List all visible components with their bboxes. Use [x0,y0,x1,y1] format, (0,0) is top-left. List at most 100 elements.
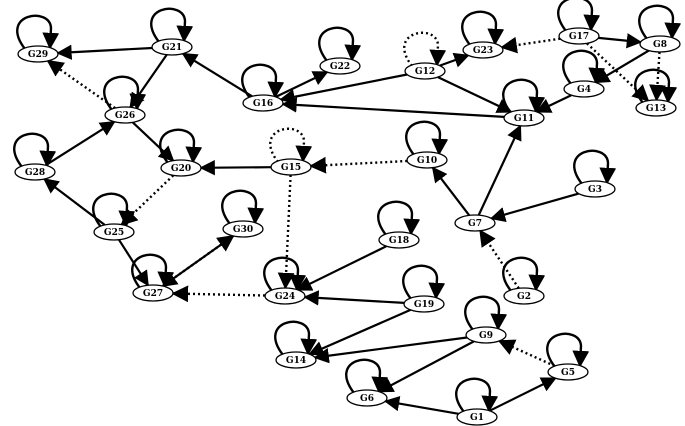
node-ellipse [454,214,496,232]
node-ellipse [17,45,59,63]
node-label: G26 [115,111,135,121]
edge-g3-to-g7 [489,192,580,223]
node-ellipse [264,287,306,305]
self-loop-g27 [131,253,175,289]
node-g11: G11 [503,109,545,127]
node-ellipse [558,27,600,45]
node-g3: G3 [574,180,616,198]
self-loop-g9 [464,295,508,331]
edge-g15-to-g24 [277,174,295,290]
self-loop-g4 [562,49,606,85]
node-g8: G8 [639,35,681,53]
node-ellipse [574,180,616,198]
node-ellipse [406,151,448,169]
node-label: G15 [281,163,301,173]
self-loop-g5 [546,332,590,368]
self-loop-g20 [159,128,203,164]
edge-g19-to-g14 [308,308,411,356]
node-g25: G25 [93,223,135,241]
edge-g17-to-g8 [598,33,643,49]
edge-g11-to-g16 [281,97,505,118]
node-g29: G29 [17,45,59,63]
node-g13: G13 [635,99,677,117]
edge-g28-to-g26 [45,120,116,167]
edge-g16-to-g21 [181,52,253,98]
self-loop-g11 [502,78,546,114]
edge-g26-to-g29 [46,59,116,110]
self-loops-layer [13,0,682,413]
node-g14: G14 [275,351,317,369]
node-ellipse [462,41,504,59]
edge-g1-to-g6 [383,395,459,415]
node-label: G22 [330,62,350,72]
node-label: G29 [28,50,48,60]
node-g22: G22 [319,57,361,75]
edge-g8-to-g4 [593,49,650,84]
self-loop-g1 [455,377,499,413]
edge-g21-to-g29 [56,44,153,60]
edge-g26-to-g20 [132,121,175,162]
node-ellipse [160,159,202,177]
node-g4: G4 [563,80,605,98]
node-ellipse [404,62,446,80]
node-ellipse [503,109,545,127]
self-loop-g2 [502,256,546,292]
self-loop-g15 [269,127,313,163]
node-ellipse [563,80,605,98]
node-label: G12 [415,67,435,77]
edge-g9-to-g6 [377,340,475,393]
edge-g10-to-g15 [309,156,408,174]
edge-g20-to-g25 [120,174,175,226]
node-label: G24 [275,292,295,302]
node-label: G19 [414,300,434,310]
node-label: G25 [104,228,124,238]
node-g1: G1 [456,408,498,426]
node-ellipse [319,57,361,75]
node-ellipse [639,35,681,53]
node-ellipse [403,295,445,313]
self-loop-g21 [150,7,194,43]
edge-g12-to-g23 [439,52,470,68]
node-label: G4 [577,85,591,95]
edge-g9-to-g14 [313,336,468,364]
self-loop-g22 [318,26,362,62]
node-label: G7 [468,219,482,229]
node-g16: G16 [242,94,284,112]
edge-g17-to-g13 [586,42,650,102]
node-ellipse [547,363,589,381]
node-label: G30 [233,225,253,235]
self-loop-g29 [16,14,60,50]
edges-layer [43,33,666,415]
node-label: G23 [473,46,493,56]
node-ellipse [151,38,193,56]
self-loop-g23 [461,10,505,46]
nodes-layer: G1G2G3G4G5G6G7G8G9G10G11G12G13G14G15G16G… [14,27,681,426]
node-label: G16 [253,99,273,109]
edge-g1-to-g5 [489,377,557,412]
node-g17: G17 [558,27,600,45]
node-label: G3 [588,185,602,195]
node-g24: G24 [264,287,306,305]
node-g10: G10 [406,151,448,169]
node-g21: G21 [151,38,193,56]
edge-g5-to-g9 [497,339,556,368]
self-loop-g6 [345,358,389,394]
node-label: G8 [653,40,667,50]
self-loop-g26 [103,75,147,111]
edge-g18-to-g24 [296,245,387,291]
node-g27: G27 [132,284,174,302]
node-ellipse [275,351,317,369]
node-label: G21 [162,43,182,53]
node-ellipse [456,408,498,426]
node-g23: G23 [462,41,504,59]
node-g15: G15 [270,158,312,176]
self-loop-g14 [274,320,318,356]
node-g2: G2 [503,287,545,305]
node-g7: G7 [454,214,496,232]
edge-g19-to-g24 [303,290,405,306]
node-ellipse [270,158,312,176]
node-label: G20 [171,164,191,174]
node-ellipse [104,106,146,124]
